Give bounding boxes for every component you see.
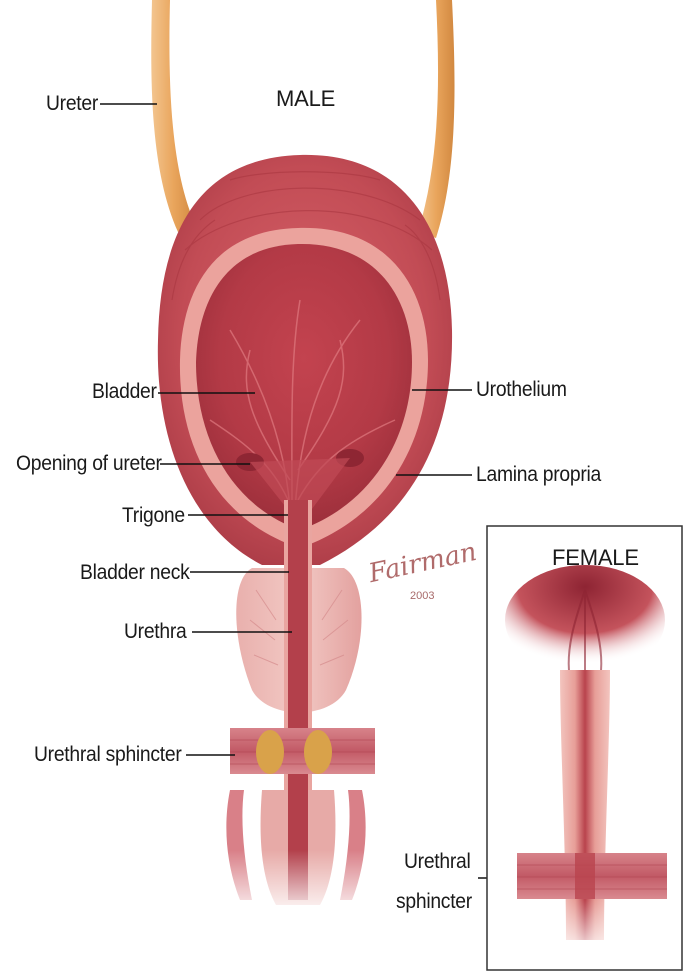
label-urethral-sphincter-male: Urethral sphincter — [34, 743, 182, 767]
label-trigone: Trigone — [122, 504, 185, 528]
right-ureter — [418, 0, 455, 238]
signature-year: 2003 — [410, 590, 434, 602]
label-opening-of-ureter: Opening of ureter — [16, 452, 162, 476]
label-bladder: Bladder — [92, 380, 157, 404]
label-bladder-neck: Bladder neck — [80, 561, 189, 585]
label-urethral-sphincter-female-line1: Urethral — [404, 850, 471, 874]
male-title: MALE — [276, 86, 335, 112]
female-urethra — [560, 670, 610, 940]
left-sphincter-knot — [256, 730, 284, 774]
male-sphincter-band — [230, 728, 375, 774]
right-sphincter-knot — [304, 730, 332, 774]
female-title: FEMALE — [552, 545, 639, 571]
label-urethral-sphincter-female-line2: sphincter — [396, 890, 472, 914]
label-urethra: Urethra — [124, 620, 187, 644]
label-ureter: Ureter — [46, 92, 98, 116]
left-ureter — [151, 0, 196, 232]
label-urothelium: Urothelium — [476, 378, 567, 402]
label-lamina-propria: Lamina propria — [476, 463, 601, 487]
